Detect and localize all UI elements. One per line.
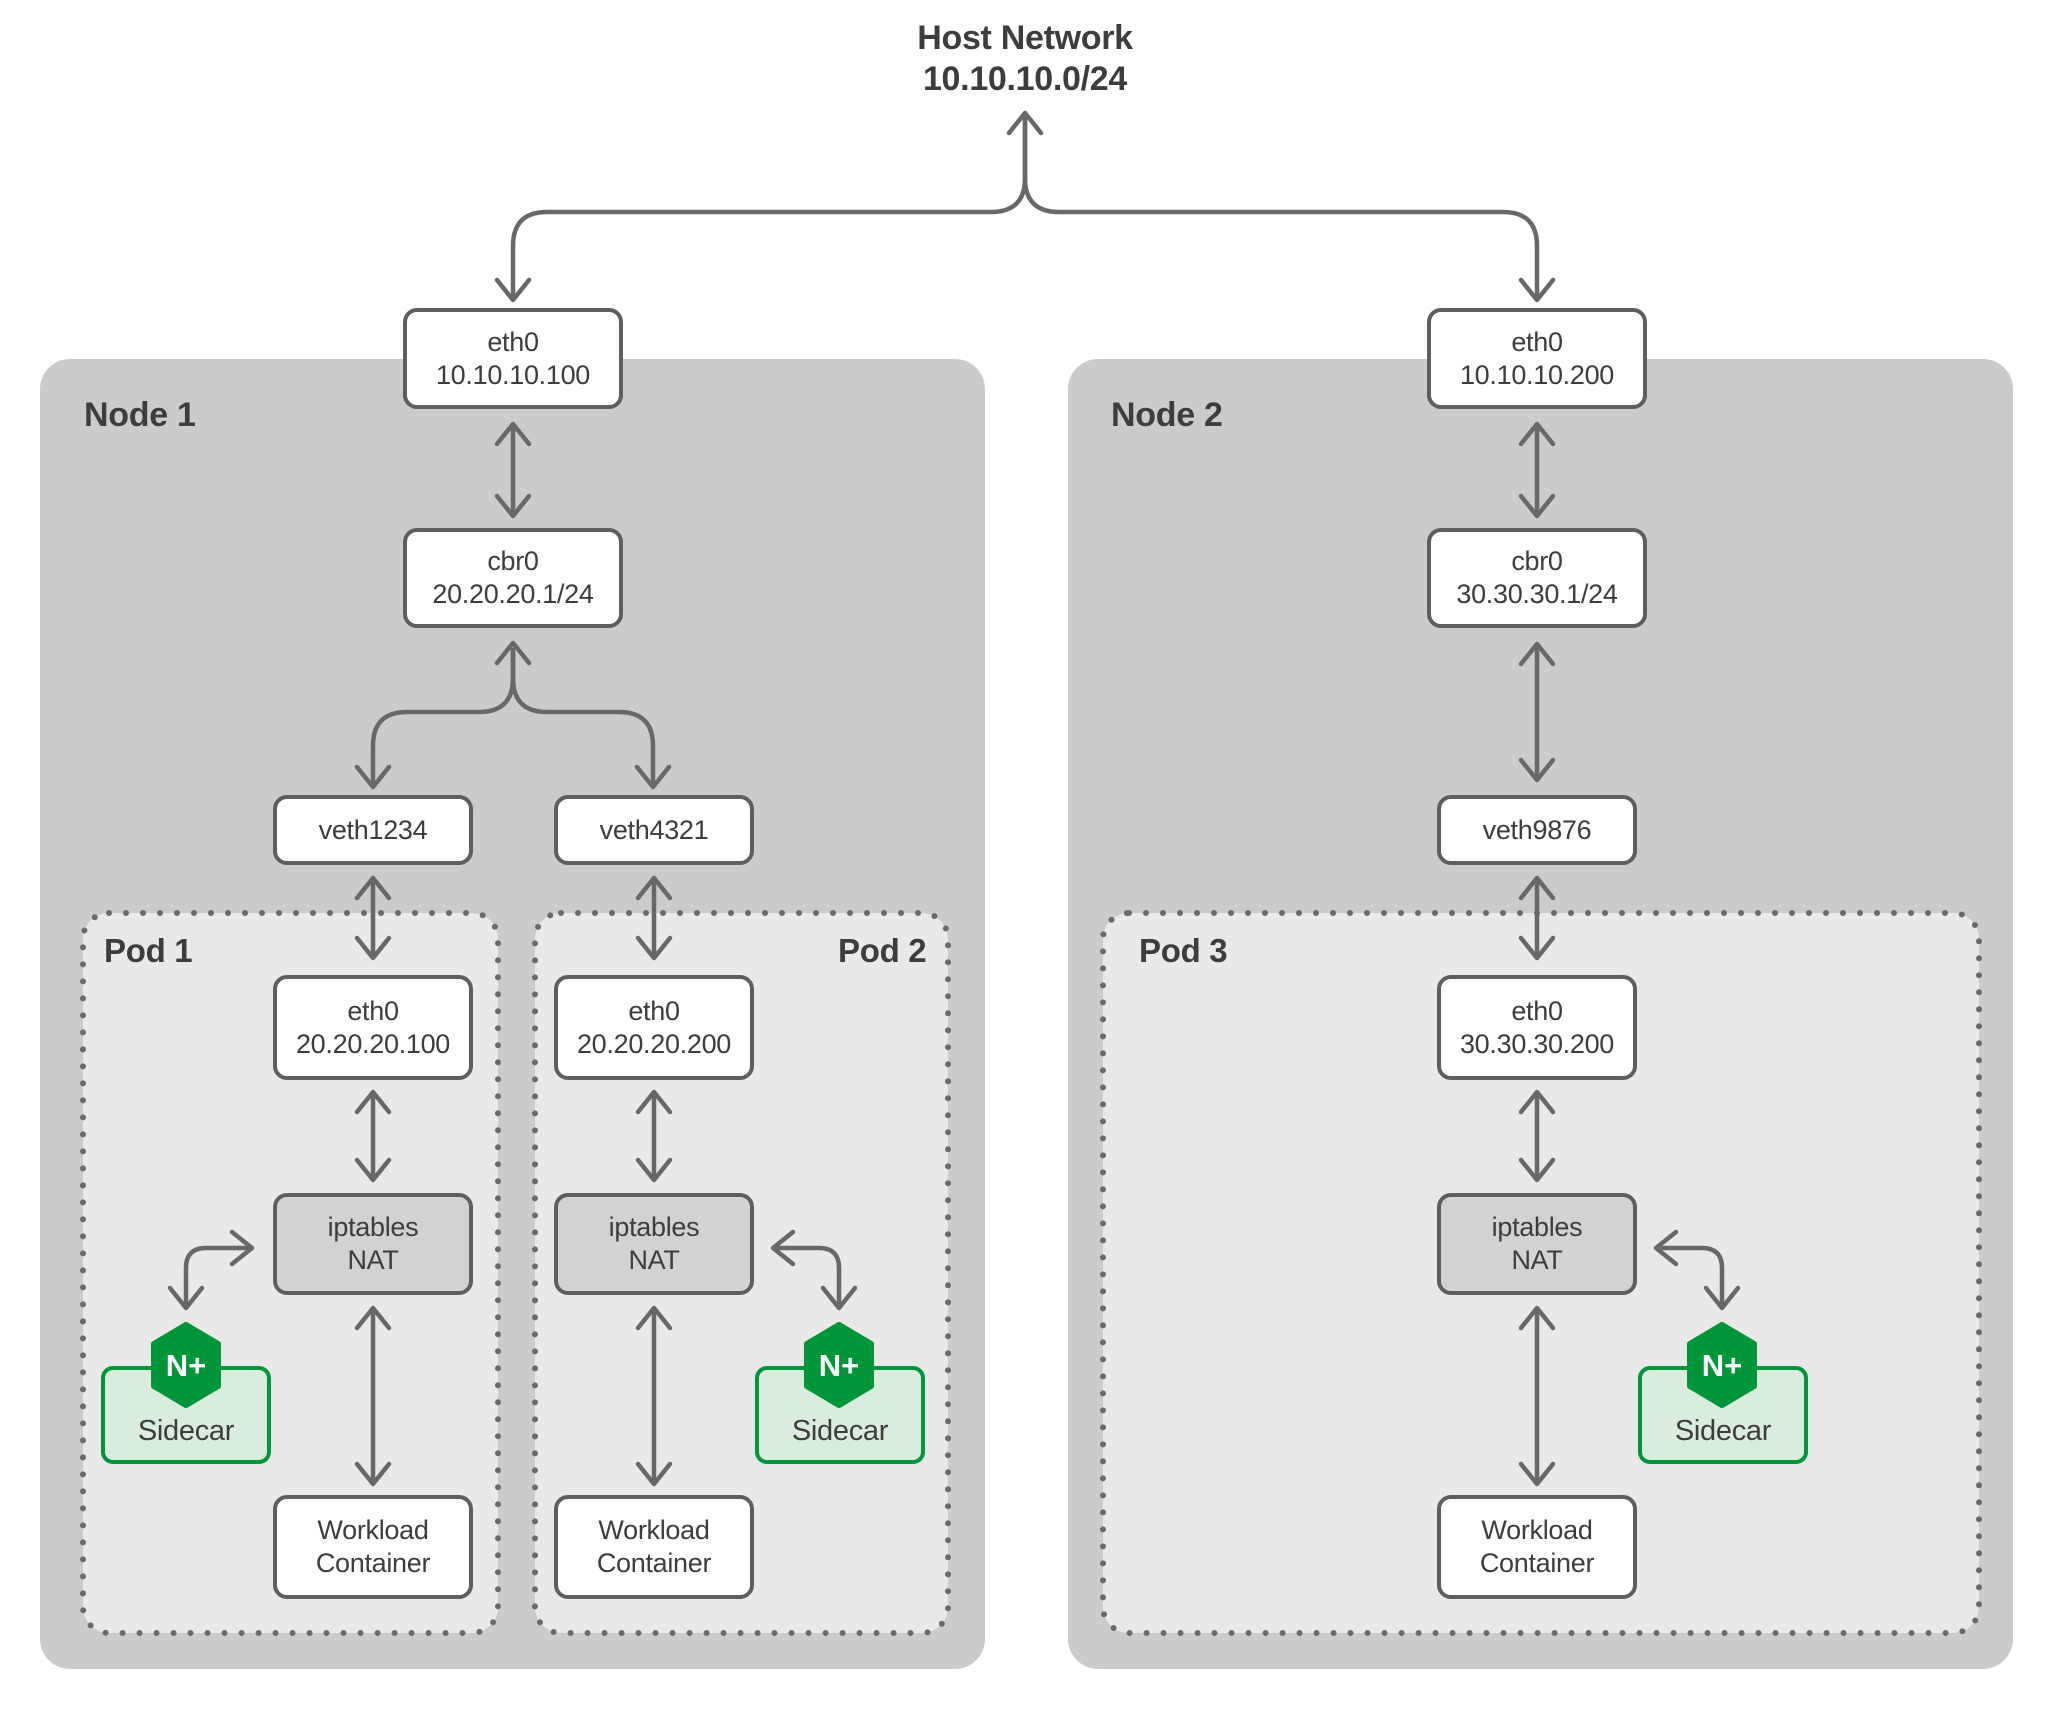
veth9876-pod3-eth0-arrow bbox=[1518, 875, 1556, 961]
pod-3-label: Pod 3 bbox=[1139, 932, 1228, 969]
veth1234-name: veth1234 bbox=[318, 814, 428, 845]
node1-cbr0-address: 20.20.20.1/24 bbox=[432, 579, 594, 609]
node-2-label: Node 2 bbox=[1111, 396, 1223, 434]
nginx-plus-logo-text: N+ bbox=[1702, 1348, 1743, 1383]
pod1-iptables-nat-box: iptables NAT bbox=[273, 1193, 473, 1295]
node1-eth0-address: 10.10.10.100 bbox=[435, 359, 591, 390]
pod1-eth0-name: eth0 bbox=[347, 995, 399, 1026]
host-network-title: Host Network 10.10.10.0/24 bbox=[825, 18, 1225, 100]
pod3-workload-line1: Workload bbox=[1481, 1515, 1593, 1545]
host-network-name: Host Network bbox=[917, 19, 1133, 57]
pod2-workload-line2: Container bbox=[596, 1548, 712, 1578]
pod1-eth0-nat-arrow bbox=[354, 1089, 392, 1183]
node1-cbr0-box: cbr0 20.20.20.1/24 bbox=[403, 528, 623, 628]
node-1-label: Node 1 bbox=[84, 396, 196, 434]
pod2-nat-line1: iptables bbox=[608, 1212, 700, 1242]
node1-eth0-cbr0-arrow bbox=[494, 421, 532, 519]
pod3-iptables-nat-box: iptables NAT bbox=[1437, 1193, 1637, 1295]
pod2-nat-workload-arrow bbox=[635, 1305, 673, 1487]
pod2-nat-sidecar-arrow bbox=[770, 1229, 858, 1311]
pod1-sidecar-label: Sidecar bbox=[137, 1415, 235, 1447]
node2-cbr0-veth-arrow bbox=[1518, 641, 1556, 783]
node2-eth0-box: eth0 10.10.10.200 bbox=[1427, 308, 1647, 409]
nginx-plus-logo: N+ bbox=[151, 1322, 221, 1408]
pod3-nat-line2: NAT bbox=[1511, 1245, 1563, 1275]
host-network-branch-arrow bbox=[494, 110, 1556, 303]
node2-eth0-cbr0-arrow bbox=[1518, 421, 1556, 519]
pod2-sidecar-label: Sidecar bbox=[791, 1415, 889, 1447]
host-network-subnet: 10.10.10.0/24 bbox=[922, 60, 1128, 98]
pod3-workload-container-box: Workload Container bbox=[1437, 1495, 1637, 1599]
node2-cbr0-address: 30.30.30.1/24 bbox=[1456, 579, 1618, 609]
pod3-nat-sidecar-arrow bbox=[1653, 1229, 1741, 1311]
pod2-nat-line2: NAT bbox=[628, 1245, 680, 1275]
pod2-eth0-box: eth0 20.20.20.200 bbox=[554, 975, 754, 1080]
pod2-eth0-address: 20.20.20.200 bbox=[576, 1028, 732, 1059]
node1-cbr0-name: cbr0 bbox=[487, 546, 539, 576]
node1-veth1234-box: veth1234 bbox=[273, 795, 473, 865]
pod3-eth0-box: eth0 30.30.30.200 bbox=[1437, 975, 1637, 1080]
pod3-nat-workload-arrow bbox=[1518, 1305, 1556, 1487]
node1-cbr0-veth-branch-arrow bbox=[354, 640, 672, 790]
veth9876-name: veth9876 bbox=[1482, 814, 1592, 845]
node1-eth0-box: eth0 10.10.10.100 bbox=[403, 308, 623, 409]
pod3-workload-line2: Container bbox=[1479, 1548, 1595, 1578]
nginx-plus-logo: N+ bbox=[804, 1322, 874, 1408]
pod1-nat-line1: iptables bbox=[327, 1212, 419, 1242]
pod3-eth0-name: eth0 bbox=[1511, 995, 1563, 1026]
pod1-workload-line2: Container bbox=[315, 1548, 431, 1578]
pod-2-label: Pod 2 bbox=[838, 932, 927, 969]
nginx-plus-logo-text: N+ bbox=[819, 1348, 860, 1383]
pod2-iptables-nat-box: iptables NAT bbox=[554, 1193, 754, 1295]
pod1-nat-line2: NAT bbox=[347, 1245, 399, 1275]
pod1-eth0-address: 20.20.20.100 bbox=[295, 1028, 451, 1059]
pod3-sidecar-label: Sidecar bbox=[1674, 1415, 1772, 1447]
pod1-workload-container-box: Workload Container bbox=[273, 1495, 473, 1599]
node2-veth9876-box: veth9876 bbox=[1437, 795, 1637, 865]
pod3-nat-line1: iptables bbox=[1491, 1212, 1583, 1242]
node2-eth0-name: eth0 bbox=[1511, 326, 1563, 357]
node1-veth4321-box: veth4321 bbox=[554, 795, 754, 865]
node1-eth0-name: eth0 bbox=[487, 326, 539, 357]
pod1-nat-workload-arrow bbox=[354, 1305, 392, 1487]
veth4321-pod2-eth0-arrow bbox=[635, 875, 673, 961]
pod2-workload-line1: Workload bbox=[598, 1515, 710, 1545]
pod1-eth0-box: eth0 20.20.20.100 bbox=[273, 975, 473, 1080]
pod2-workload-container-box: Workload Container bbox=[554, 1495, 754, 1599]
pod2-eth0-nat-arrow bbox=[635, 1089, 673, 1183]
node2-eth0-address: 10.10.10.200 bbox=[1459, 359, 1615, 390]
veth4321-name: veth4321 bbox=[599, 814, 709, 845]
pod-1-label: Pod 1 bbox=[104, 932, 193, 969]
pod1-workload-line1: Workload bbox=[317, 1515, 429, 1545]
pod2-eth0-name: eth0 bbox=[628, 995, 680, 1026]
node2-cbr0-box: cbr0 30.30.30.1/24 bbox=[1427, 528, 1647, 628]
veth1234-pod1-eth0-arrow bbox=[354, 875, 392, 961]
node2-cbr0-name: cbr0 bbox=[1511, 546, 1563, 576]
nginx-plus-logo: N+ bbox=[1687, 1322, 1757, 1408]
pod3-eth0-nat-arrow bbox=[1518, 1089, 1556, 1183]
pod1-nat-sidecar-arrow bbox=[167, 1229, 255, 1311]
nginx-plus-logo-text: N+ bbox=[166, 1348, 207, 1383]
pod3-eth0-address: 30.30.30.200 bbox=[1459, 1028, 1615, 1059]
